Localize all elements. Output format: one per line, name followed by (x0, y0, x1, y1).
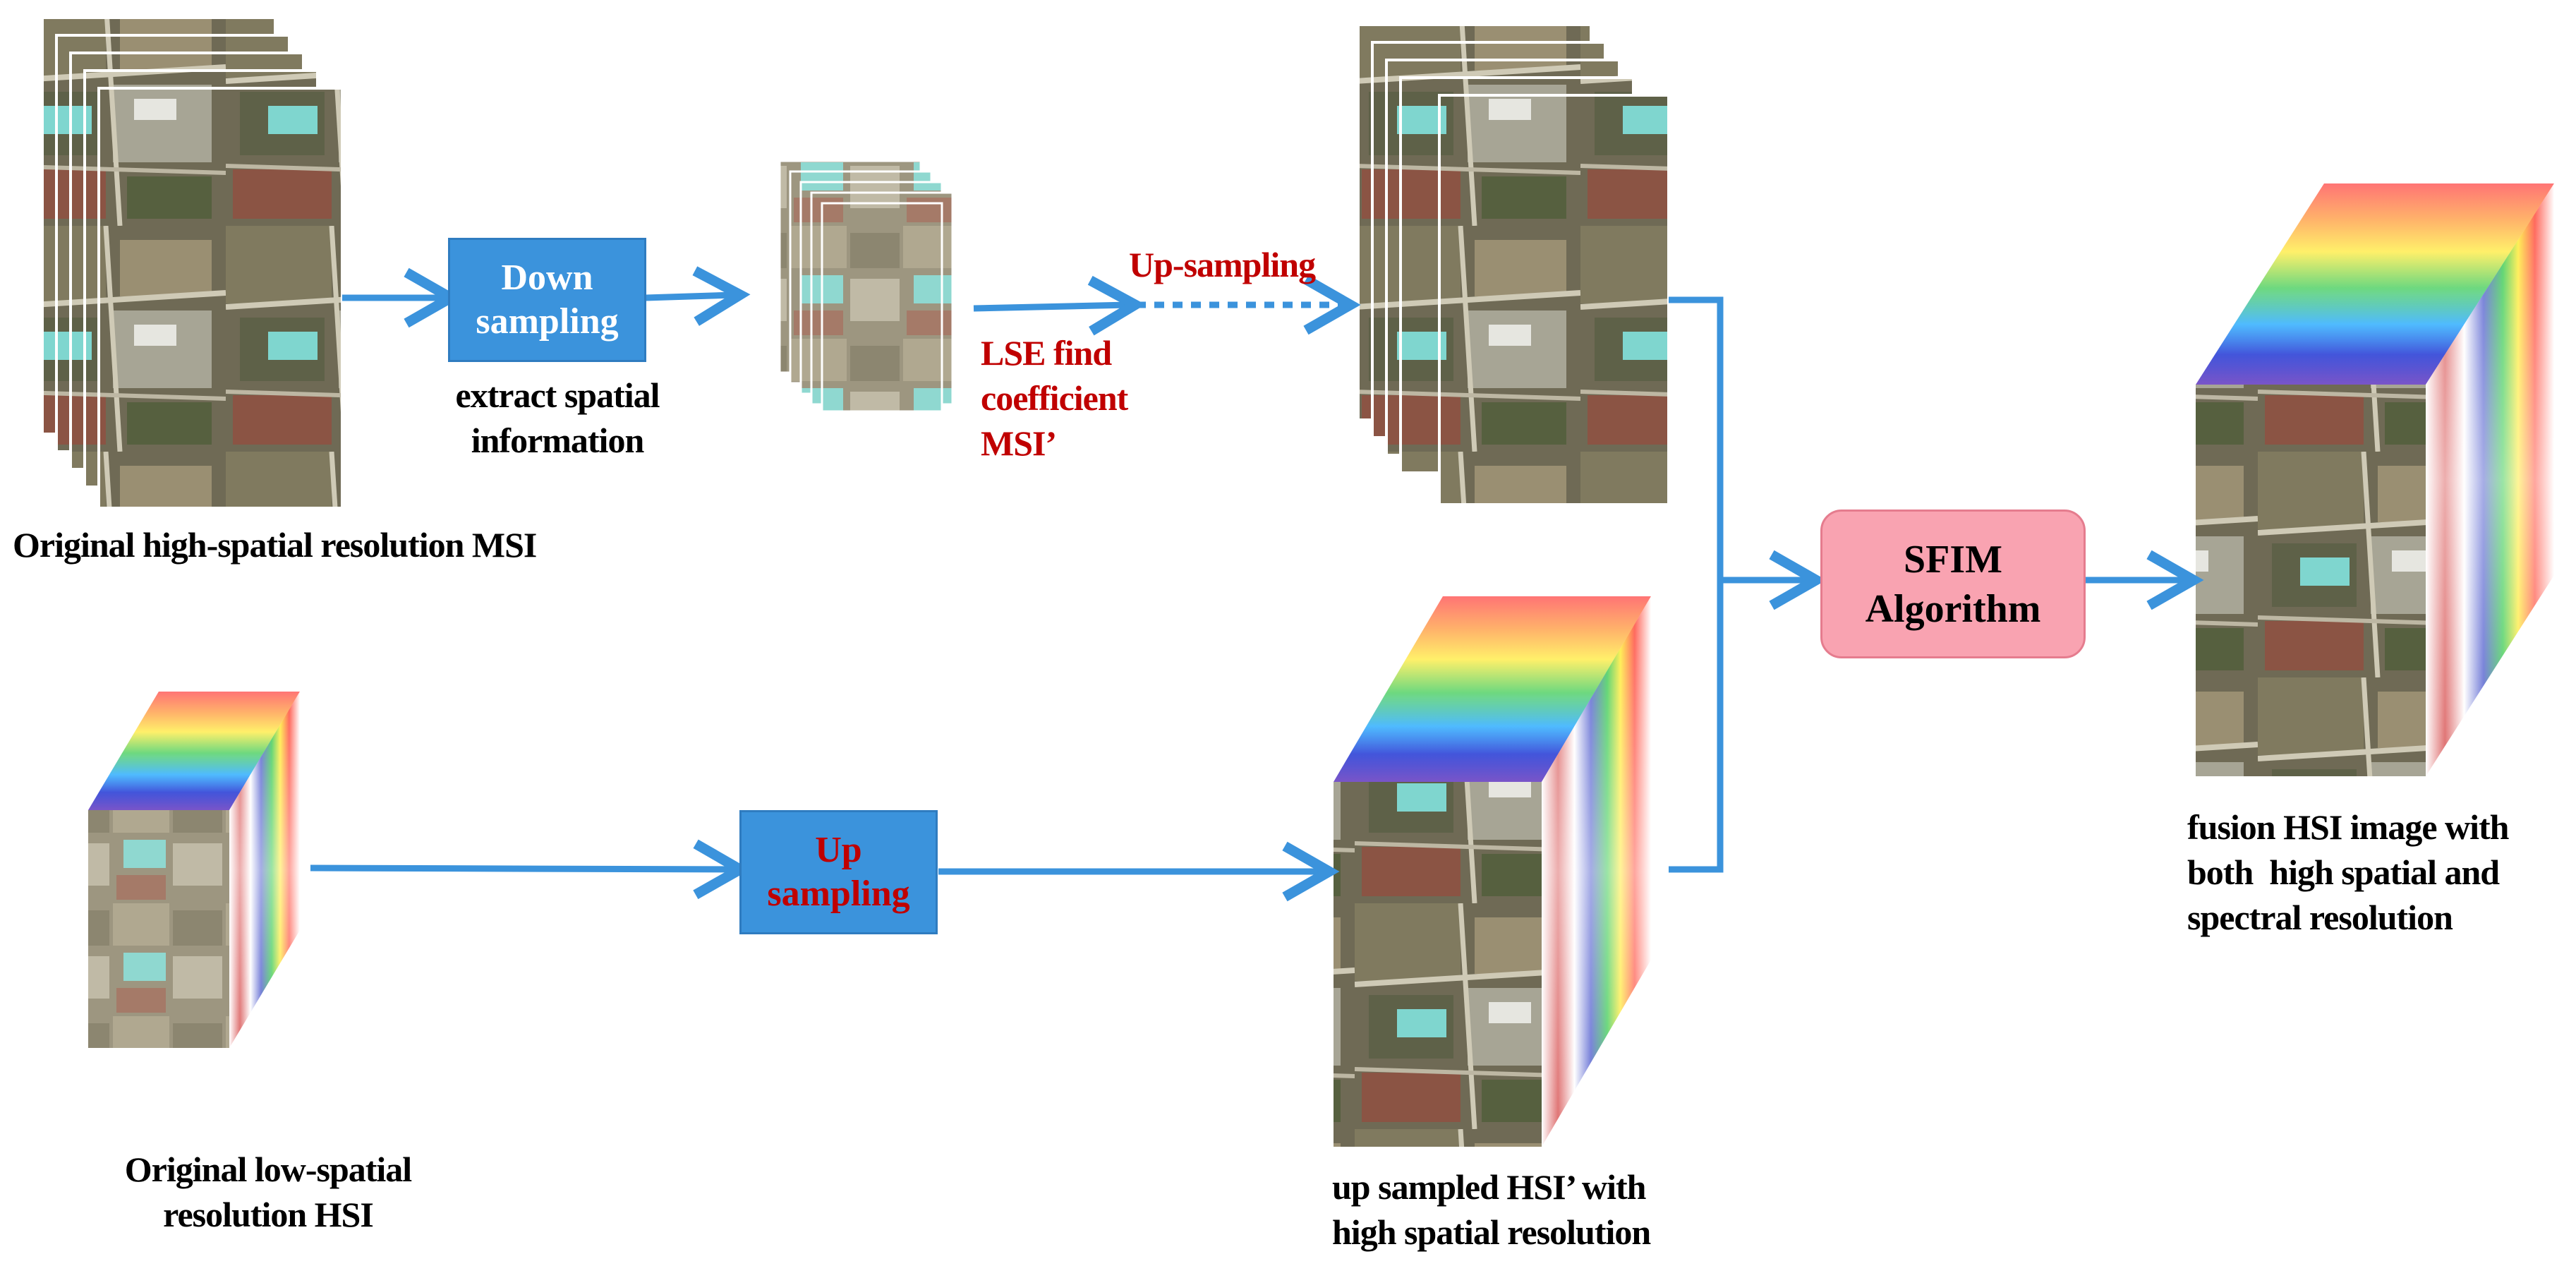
extract-spatial-line2: information (471, 421, 645, 460)
sfim-label-line1: SFIM (1903, 537, 2002, 581)
hsi-upsampled-line1: up sampled HSI’ with (1332, 1167, 1646, 1207)
msi-downsampled-stack-icon (778, 159, 954, 413)
lse-line1: LSE find (981, 333, 1112, 373)
sfim-algorithm-box: SFIM Algorithm (1820, 510, 2086, 658)
hsi-upsampled-caption: up sampled HSI’ with high spatial resolu… (1332, 1164, 1727, 1255)
fusion-hsi-cube-icon (2196, 183, 2554, 776)
up-sampling-box: Up sampling (739, 810, 938, 934)
arrow-hsi-to-upsampling (310, 839, 751, 900)
down-sampling-box: Down sampling (448, 238, 646, 362)
fusion-caption: fusion HSI image with both high spatial … (2187, 804, 2572, 940)
connector-msi-to-sfim (1669, 296, 1724, 580)
msi-original-stack-icon (41, 16, 344, 510)
extract-spatial-caption: extract spatial information (409, 373, 706, 463)
lse-line2: coefficient (981, 378, 1128, 418)
fusion-line2: both high spatial and (2187, 852, 2500, 892)
hsi-upsampled-cube-icon (1334, 596, 1651, 1147)
down-sampling-label-line2: sampling (476, 301, 619, 342)
arrow-small-stack-to-lse (973, 275, 1146, 336)
up-sampling-label-line2: sampling (767, 874, 910, 914)
down-sampling-label-line1: Down (501, 258, 593, 298)
lse-caption: LSE find coefficient MSI’ (981, 330, 1221, 466)
upsampling-red-label: Up-sampling (1129, 245, 1316, 284)
msi-upsampled-stack-icon (1357, 23, 1670, 506)
hsi-original-line1: Original low-spatial (124, 1150, 412, 1189)
up-sampling-label-line1: Up (815, 830, 862, 870)
fusion-line1: fusion HSI image with (2187, 807, 2509, 847)
hsi-original-caption: Original low-spatial resolution HSI (78, 1147, 459, 1237)
hsi-upsampled-line2: high spatial resolution (1332, 1212, 1651, 1252)
arrow-downsampling-to-small-stack (645, 266, 751, 326)
sfim-label-line2: Algorithm (1865, 586, 2041, 631)
connector-hsi-to-sfim (1669, 580, 1724, 873)
lse-line3: MSI’ (981, 423, 1057, 463)
fusion-line3: spectral resolution (2187, 898, 2453, 937)
extract-spatial-line1: extract spatial (455, 375, 660, 415)
msi-original-caption: Original high-spatial resolution MSI (13, 525, 537, 565)
hsi-original-cube-icon (88, 692, 300, 1048)
hsi-original-line2: resolution HSI (163, 1195, 374, 1234)
